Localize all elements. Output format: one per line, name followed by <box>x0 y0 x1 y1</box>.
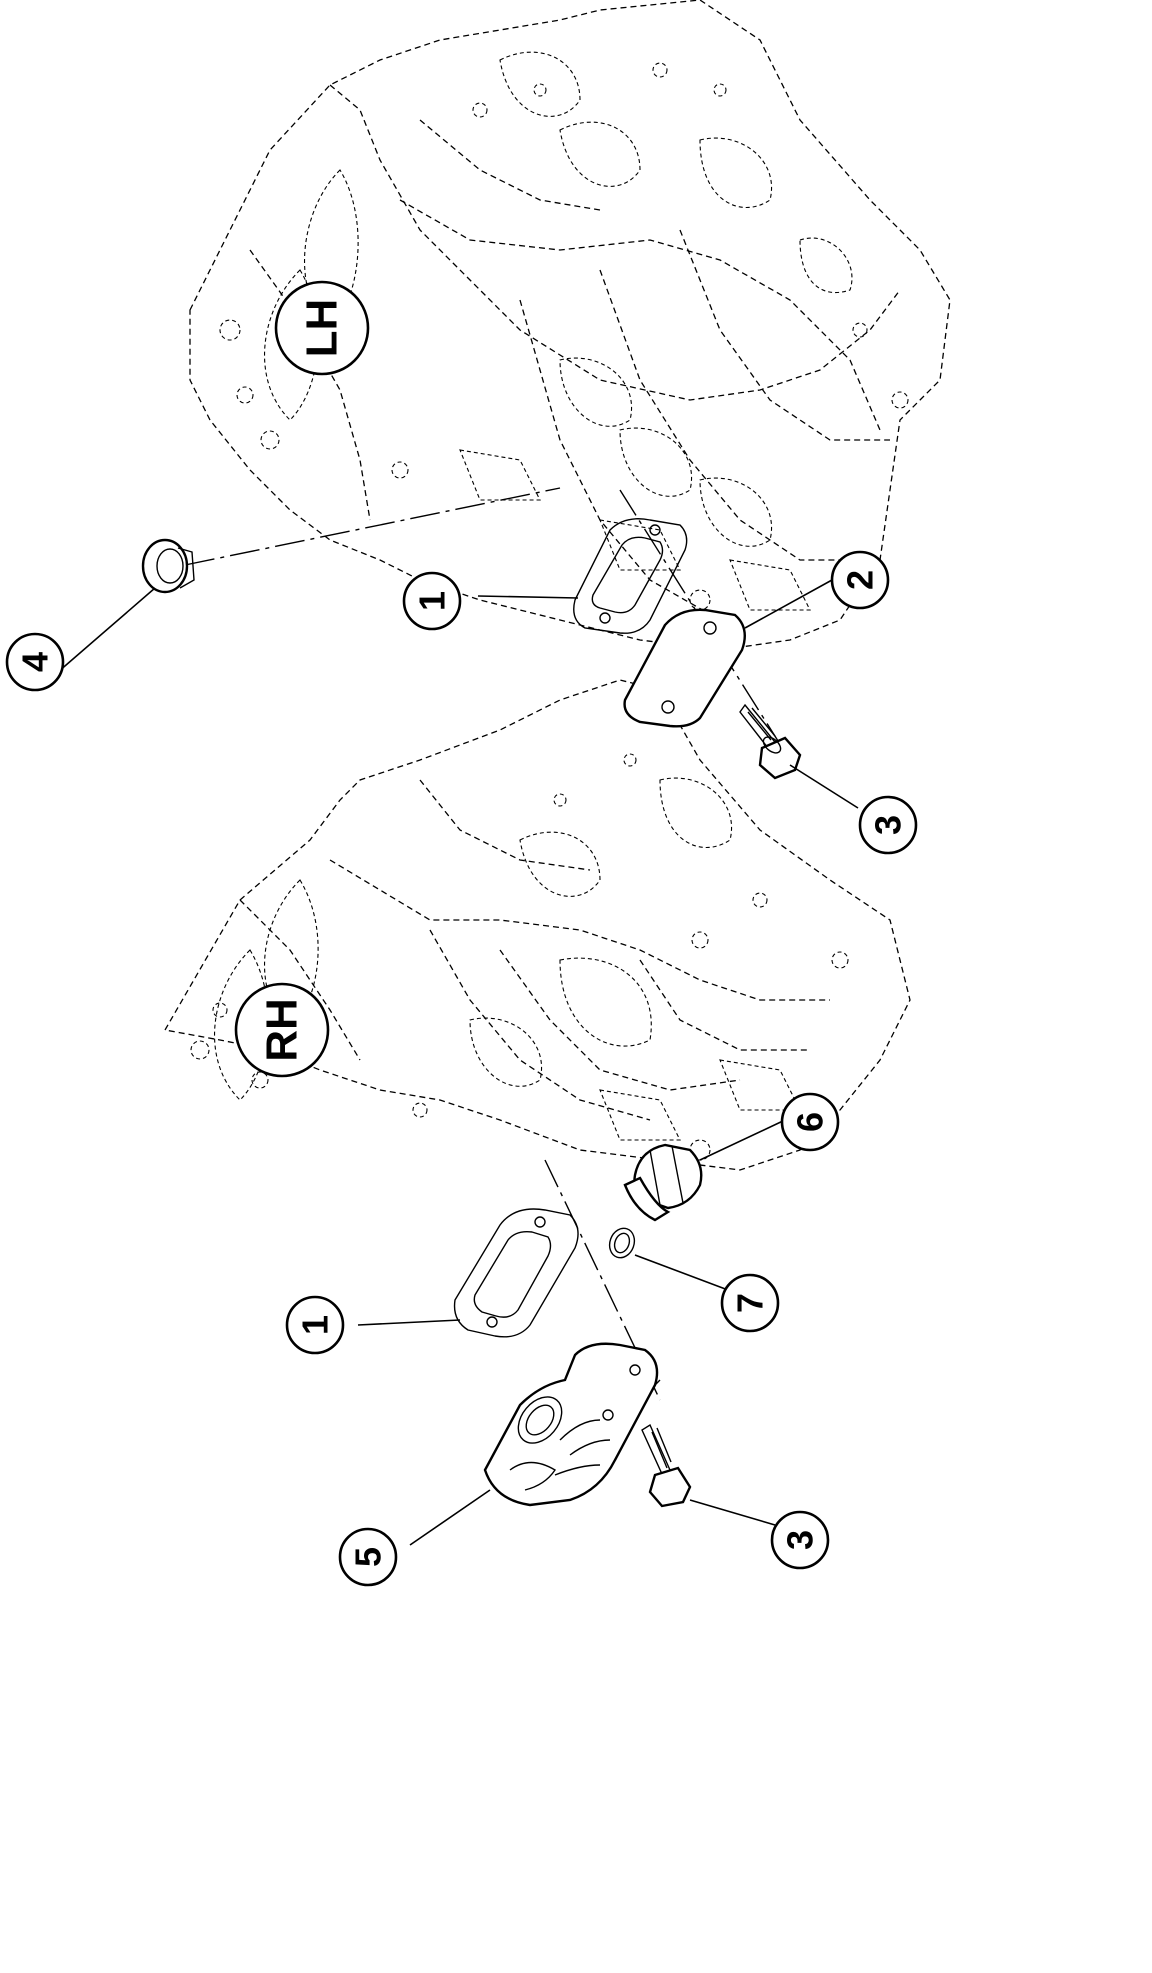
svg-text:4: 4 <box>15 652 56 672</box>
callout-1-lower: 1 <box>285 1295 345 1355</box>
callout-1-upper: 1 <box>402 571 462 631</box>
svg-text:3: 3 <box>868 815 909 835</box>
callout-3-upper: 3 <box>858 795 918 855</box>
rh-engine-block <box>163 679 911 1171</box>
part-2-cover-plate <box>623 608 746 728</box>
rh-side-label: RH <box>234 982 330 1078</box>
part-7-washer <box>608 1227 636 1259</box>
svg-text:5: 5 <box>348 1547 389 1567</box>
svg-text:7: 7 <box>730 1293 771 1313</box>
svg-text:1: 1 <box>412 591 453 611</box>
callout-4: 4 <box>5 632 65 692</box>
callout-3-lower: 3 <box>770 1510 830 1570</box>
svg-text:6: 6 <box>790 1112 831 1132</box>
callout-7: 7 <box>720 1273 780 1333</box>
part-5-outlet-housing <box>483 1342 659 1507</box>
svg-text:1: 1 <box>295 1315 336 1335</box>
callout-5: 5 <box>338 1527 398 1587</box>
svg-text:LH: LH <box>298 299 347 358</box>
svg-text:3: 3 <box>780 1530 821 1550</box>
part-6-plug <box>623 1143 703 1222</box>
callout-2: 2 <box>830 550 890 610</box>
svg-text:2: 2 <box>840 570 881 590</box>
part-4-plug <box>141 538 195 594</box>
lh-side-label: LH <box>274 280 370 376</box>
svg-text:RH: RH <box>258 998 307 1062</box>
part-3-bolt-rh <box>641 1423 692 1508</box>
callout-6: 6 <box>780 1092 840 1152</box>
leader-lines <box>57 579 859 1546</box>
part-1-gasket-rh <box>453 1208 579 1338</box>
part-1-gasket-lh <box>573 518 688 634</box>
part-3-bolt-lh <box>739 703 802 780</box>
